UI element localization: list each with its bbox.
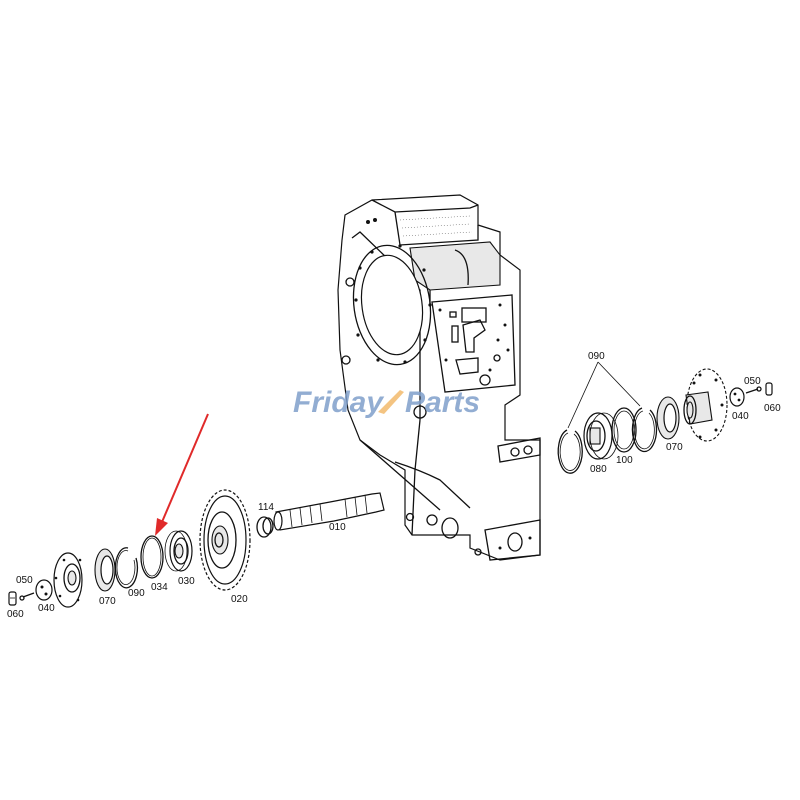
label-080: 080 [590,464,607,475]
label-040-right: 040 [732,411,749,422]
label-070-left: 070 [99,596,116,607]
part-060-lock-plate [8,591,17,606]
part-030-bearing [164,530,193,572]
label-050-right: 050 [744,376,761,387]
label-060-left: 060 [7,609,24,620]
label-060-right: 060 [764,403,781,414]
part-070-seal-right [656,396,680,440]
plate-bolts [438,303,510,386]
right-shaft-assembly [557,361,773,474]
part-040-washer [35,579,53,601]
part-010-shaft [273,492,385,531]
transmission-housing [337,194,541,561]
label-090-left: 090 [128,588,145,599]
part-114-bushing [256,516,274,538]
label-034: 034 [151,582,168,593]
part-034-ring [140,535,164,579]
watermark-friday: Friday [293,386,384,419]
part-070-seal [94,548,116,592]
watermark-parts: Parts [405,386,480,419]
left-shaft-assembly [8,489,385,608]
left-part-labels: 060 050 040 070 090 034 030 020 114 010 [7,502,346,620]
part-090-snap-ring-right-b [631,407,658,453]
part-flange-right [683,368,728,442]
watermark-slash [378,390,404,414]
part-050-bolt-right [745,386,762,394]
label-040-left: 040 [38,603,55,614]
part-040-flange [53,552,83,608]
flange-bolt-holes [341,218,432,365]
right-part-labels: 090 080 100 070 040 050 060 [588,351,781,475]
label-020: 020 [231,594,248,605]
watermark-logo: Friday Parts [293,386,480,419]
highlight-arrow [155,413,209,536]
label-030: 030 [178,576,195,587]
part-020-gear [199,489,251,591]
part-040-washer-right [729,387,745,407]
leader-090 [567,361,641,429]
label-010: 010 [329,522,346,533]
part-060-lock-plate-right [765,382,773,396]
label-070-right: 070 [666,442,683,453]
label-090-right: 090 [588,351,605,362]
part-050-bolt [19,592,35,601]
label-050-left: 050 [16,575,33,586]
part-090-snap-ring [114,547,139,589]
label-114: 114 [258,502,274,513]
part-090-snap-ring-right-a [557,429,583,474]
label-100: 100 [616,455,633,466]
